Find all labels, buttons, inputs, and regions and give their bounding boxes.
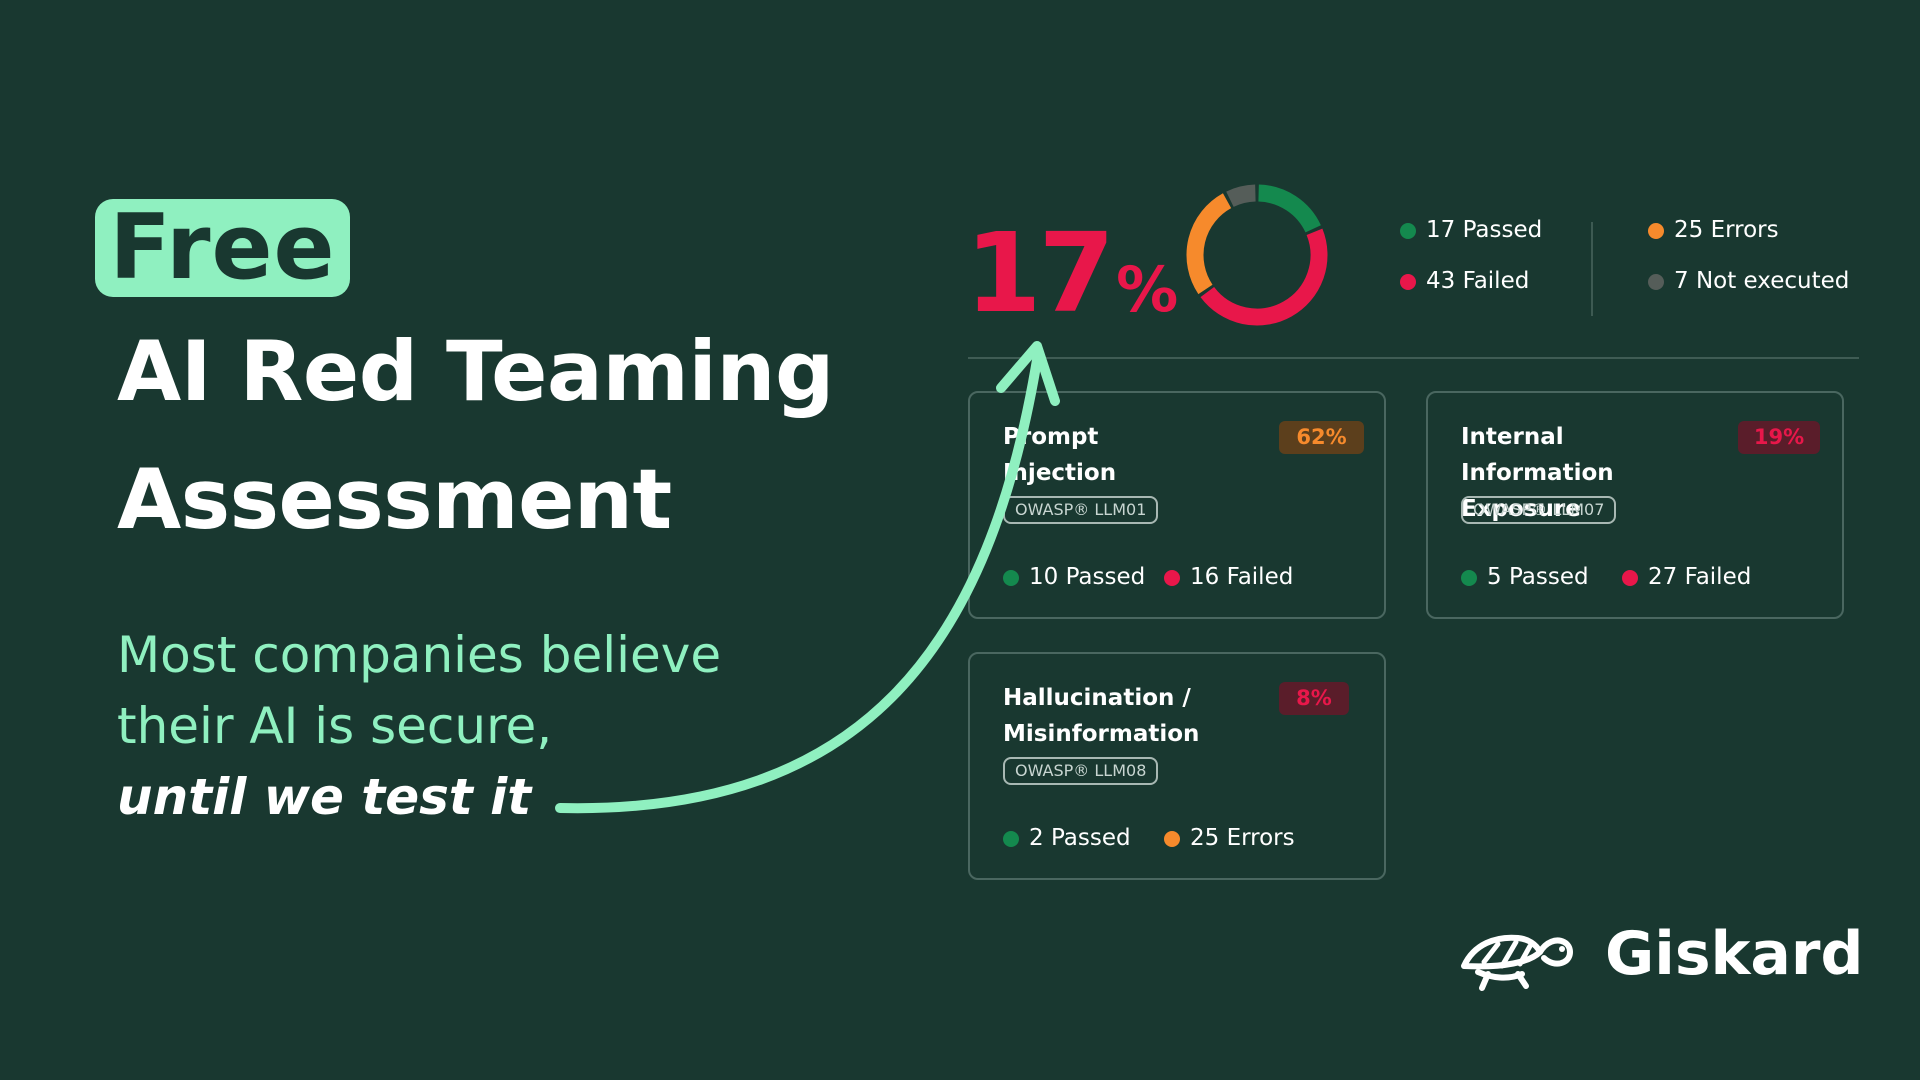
passed-dot-icon xyxy=(1400,222,1416,239)
donut-segment-passed xyxy=(1258,184,1321,233)
failed-dot-icon xyxy=(1164,569,1180,586)
card-title-line-2: Injection xyxy=(1003,460,1117,486)
legend-not-executed-label: 7 Not executed xyxy=(1674,268,1850,294)
subtitle-line-2: their AI is secure, xyxy=(117,697,553,755)
errors-dot-icon xyxy=(1164,830,1180,847)
card-title: Prompt Injection xyxy=(1003,419,1263,491)
legend-errors-label: 25 Errors xyxy=(1674,217,1779,243)
legend-errors: 25 Errors xyxy=(1648,219,1779,242)
donut-segment-failed xyxy=(1200,228,1328,326)
card-stat-passed: 2 Passed xyxy=(1003,827,1131,850)
headline-line-2: Assessment xyxy=(117,451,672,548)
owasp-tag: OWASP® LLM01 xyxy=(1003,496,1159,524)
passed-dot-icon xyxy=(1003,569,1019,586)
card-score-badge: 19% xyxy=(1738,421,1820,454)
errors-dot-icon xyxy=(1648,222,1664,239)
overall-score: 17% xyxy=(965,218,1178,328)
card-title: Hallucination / Misinformation xyxy=(1003,680,1263,752)
headline-line-1: AI Red Teaming xyxy=(117,323,834,420)
owasp-tag: OWASP® LLM08 xyxy=(1003,757,1159,785)
passed-dot-icon xyxy=(1461,569,1477,586)
owasp-tag: OWASP® LLM07 xyxy=(1461,496,1617,524)
legend-passed-label: 17 Passed xyxy=(1426,217,1543,243)
free-badge-label: Free xyxy=(109,195,336,300)
failed-dot-icon xyxy=(1622,569,1638,586)
card-stat-passed: 5 Passed xyxy=(1461,566,1589,589)
card-hallucination-misinformation[interactable]: Hallucination / Misinformation 8% OWASP®… xyxy=(968,652,1386,880)
card-stat-failed: 16 Failed xyxy=(1164,566,1293,589)
card-stat-failed: 27 Failed xyxy=(1622,566,1751,589)
card-score-badge: 8% xyxy=(1279,682,1349,715)
card-stat-failed-label: 27 Failed xyxy=(1648,564,1752,590)
card-title-line-2: Misinformation xyxy=(1003,721,1200,747)
card-prompt-injection[interactable]: Prompt Injection 62% OWASP® LLM01 10 Pas… xyxy=(968,391,1386,619)
failed-dot-icon xyxy=(1400,273,1416,290)
legend-failed: 43 Failed xyxy=(1400,270,1529,293)
card-stat-passed: 10 Passed xyxy=(1003,566,1145,589)
legend-passed: 17 Passed xyxy=(1400,219,1542,242)
card-stat-errors-label: 25 Errors xyxy=(1190,825,1295,851)
card-title-line-2: Exposure xyxy=(1461,496,1581,522)
donut-segment-errors xyxy=(1186,193,1232,295)
legend-failed-label: 43 Failed xyxy=(1426,268,1530,294)
card-stat-passed-label: 10 Passed xyxy=(1029,564,1146,590)
legend-not-executed: 7 Not executed xyxy=(1648,270,1849,293)
subtitle-line-1: Most companies believe xyxy=(117,626,722,684)
card-stat-passed-label: 2 Passed xyxy=(1029,825,1131,851)
overall-score-unit: % xyxy=(1116,253,1179,326)
not-executed-dot-icon xyxy=(1648,273,1664,290)
card-stat-errors: 25 Errors xyxy=(1164,827,1295,850)
card-score-badge: 62% xyxy=(1279,421,1364,454)
section-divider xyxy=(968,357,1859,359)
card-title-line-1: Prompt xyxy=(1003,424,1099,450)
donut-segment-not-executed xyxy=(1226,184,1256,208)
card-stat-passed-label: 5 Passed xyxy=(1487,564,1589,590)
turtle-icon xyxy=(1461,934,1573,991)
results-donut-chart xyxy=(1186,184,1328,326)
card-title-line-1: Hallucination / xyxy=(1003,685,1191,711)
subtitle-line-3: until we test it xyxy=(117,768,532,826)
overall-score-value: 17 xyxy=(965,209,1115,337)
card-stat-failed-label: 16 Failed xyxy=(1190,564,1294,590)
passed-dot-icon xyxy=(1003,830,1019,847)
card-internal-information-exposure[interactable]: Internal Information Exposure 19% OWASP®… xyxy=(1426,391,1844,619)
legend-divider xyxy=(1591,222,1593,316)
card-title-line-1: Internal Information xyxy=(1461,424,1614,486)
brand-name: Giskard xyxy=(1605,919,1864,989)
card-title: Internal Information Exposure xyxy=(1461,419,1721,527)
free-badge: Free xyxy=(95,199,350,297)
